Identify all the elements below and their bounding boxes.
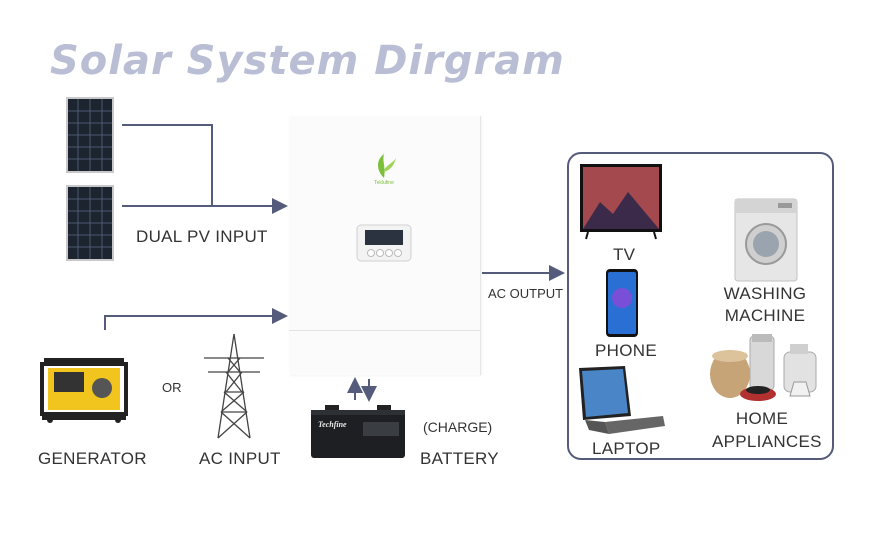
dual-pv-input-label: DUAL PV INPUT bbox=[136, 227, 268, 246]
logo-leaf-icon bbox=[378, 154, 396, 178]
generator-icon bbox=[40, 358, 128, 423]
ac-input-line bbox=[104, 308, 288, 330]
generator-label: GENERATOR bbox=[38, 449, 147, 468]
tv-icon bbox=[580, 164, 662, 240]
washing-machine-label-1: WASHING bbox=[723, 284, 807, 303]
charge-label: (CHARGE) bbox=[423, 419, 493, 435]
or-label: OR bbox=[162, 380, 182, 395]
washing-machine-label-2: MACHINE bbox=[724, 306, 806, 325]
solar-panel-icon bbox=[66, 185, 114, 261]
phone-icon bbox=[606, 269, 638, 337]
tv-label: TV bbox=[613, 245, 636, 264]
power-tower-icon bbox=[204, 333, 264, 439]
phone-label: PHONE bbox=[595, 341, 657, 360]
laptop-icon bbox=[579, 366, 665, 434]
home-appliances-icon bbox=[710, 334, 817, 401]
battery-icon bbox=[311, 405, 405, 458]
washing-machine-icon bbox=[734, 198, 798, 282]
laptop-label: LAPTOP bbox=[592, 439, 661, 458]
battery-brand: Techfine bbox=[318, 420, 347, 429]
pv-line bbox=[122, 124, 213, 206]
home-appliances-label-2: APPLIANCES bbox=[712, 432, 822, 451]
ac-input-label: AC INPUT bbox=[199, 449, 281, 468]
inverter-divider bbox=[289, 330, 480, 331]
inverter-display-icon bbox=[356, 224, 412, 262]
ac-output-label: AC OUTPUT bbox=[488, 286, 564, 301]
home-appliances-label-1: HOME bbox=[735, 409, 789, 428]
battery-label: BATTERY bbox=[420, 449, 499, 468]
solar-panel-icon bbox=[66, 97, 114, 173]
page-title: Solar System Dirgram bbox=[50, 38, 565, 84]
inverter-logo-text: Teklufine bbox=[374, 180, 394, 186]
